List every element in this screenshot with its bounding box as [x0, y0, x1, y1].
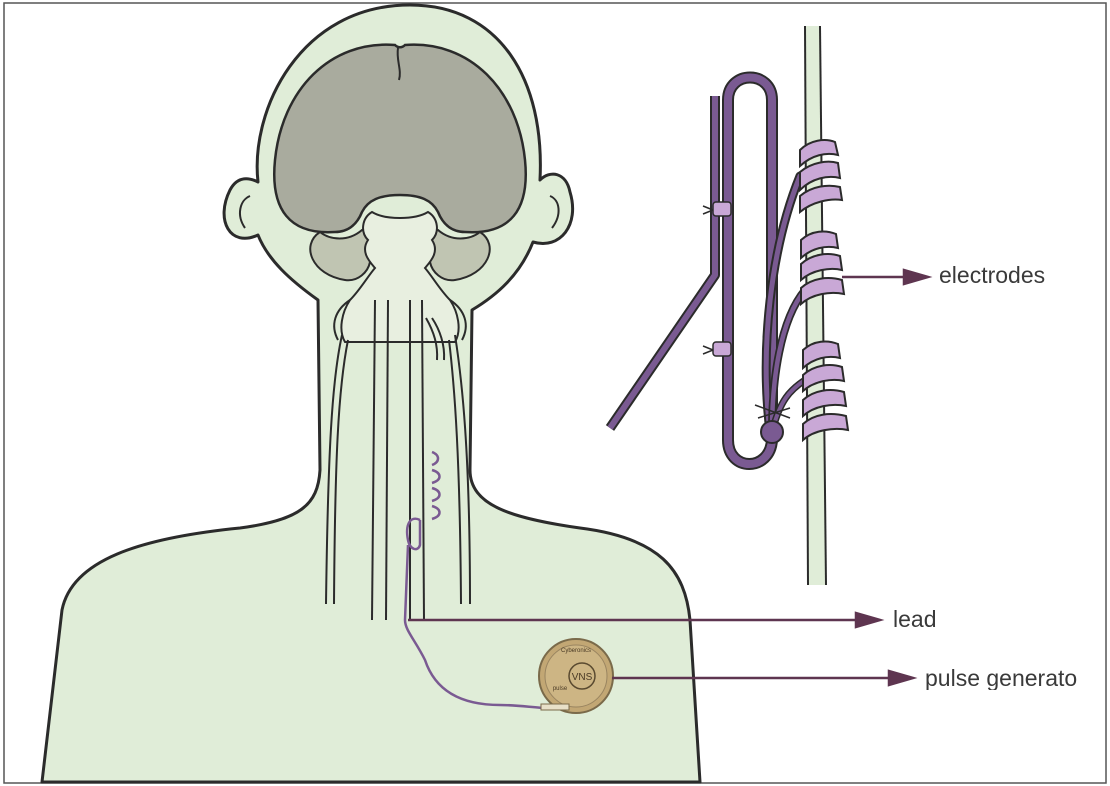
lead-label: lead — [893, 608, 936, 631]
device-vns-text: VNS — [572, 672, 593, 683]
device-model-text: pulse — [553, 686, 568, 692]
electrodes-label: electrodes — [939, 264, 1045, 287]
pulse-generator-label: pulse generato — [925, 667, 1103, 690]
device-brand-text: Cyberonics — [561, 648, 591, 654]
lead-junction — [761, 421, 783, 443]
pulse-generator-device: VNS Cyberonics pulse — [539, 639, 613, 713]
